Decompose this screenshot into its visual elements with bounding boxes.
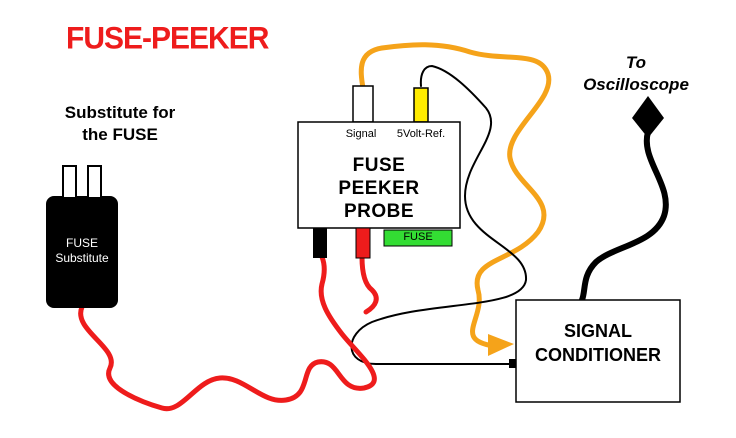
page-title: FUSE-PEEKER <box>66 21 269 56</box>
signal-label: Signal <box>345 128 377 140</box>
signal-conditioner-box <box>515 299 681 403</box>
probe-body <box>297 121 461 229</box>
ref-wire-connector <box>509 359 516 368</box>
orange-arrowhead <box>488 334 514 356</box>
fuse-substitute-body <box>46 196 118 308</box>
fuse-substitute-text: FUSE Substitute <box>55 236 109 265</box>
ref-label: 5Volt-Ref. <box>396 128 446 140</box>
oscilloscope-connector-icon <box>632 96 664 138</box>
fuse-blade-right <box>87 165 102 199</box>
fuse-tag-label: FUSE <box>403 231 433 243</box>
orange-signal-wire <box>358 42 552 349</box>
signal-conditioner-label: SIGNAL CONDITIONER <box>535 321 661 365</box>
black-ref-wire <box>350 64 528 366</box>
fuse-blade-left <box>62 165 77 199</box>
substitute-label: Substitute for the FUSE <box>64 103 176 144</box>
signal-plug <box>352 85 374 123</box>
ref-plug <box>413 87 429 123</box>
fuse-tag-box <box>383 229 453 247</box>
red-probe-plug <box>355 227 371 259</box>
red-probe-wire <box>359 254 379 315</box>
red-fuse-wire <box>78 254 377 412</box>
oscilloscope-label: To Oscilloscope <box>583 53 689 94</box>
black-probe-plug <box>313 228 327 258</box>
probe-title: FUSE PEEKER PROBE <box>338 155 420 222</box>
oscilloscope-cable <box>579 129 669 303</box>
